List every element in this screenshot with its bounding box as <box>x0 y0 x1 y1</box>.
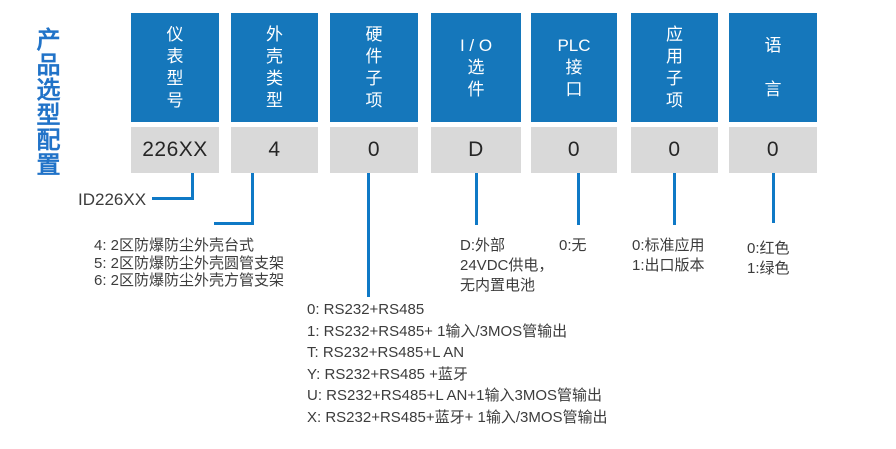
header-language: 语 言 <box>729 13 817 122</box>
column-housing-type: 外 壳 类 型 4 <box>231 0 318 449</box>
note-plc-interface: 0:无 <box>559 237 587 254</box>
note-application-subitem: 0:标准应用 1:出口版本 <box>632 237 705 274</box>
page-title: 产品选型配置 <box>32 27 59 177</box>
column-application-subitem: 应 用 子 项 0 <box>631 0 718 449</box>
note-language: 0:红色 1:绿色 <box>747 240 790 277</box>
connector-line-language <box>772 173 775 223</box>
value-hardware-subitem: 0 <box>330 127 418 173</box>
connector-line-application-subitem <box>673 173 676 225</box>
column-language: 语 言 0 <box>729 0 817 449</box>
connector-line-instrument-model-vertical <box>191 173 194 200</box>
value-io-option: D <box>431 127 521 173</box>
connector-line-io-option <box>475 173 478 225</box>
connector-line-plc-interface <box>577 173 580 225</box>
column-hardware-subitem: 硬 件 子 项 0 <box>330 0 418 449</box>
value-plc-interface: 0 <box>531 127 617 173</box>
connector-line-housing-type-horizontal <box>214 222 254 225</box>
column-instrument-model: 仪 表 型 号 226XX <box>131 0 219 449</box>
header-instrument-model: 仪 表 型 号 <box>131 13 219 122</box>
header-housing-type: 外 壳 类 型 <box>231 13 318 122</box>
note-housing-type: 4: 2区防爆防尘外壳台式 5: 2区防爆防尘外壳圆管支架 6: 2区防爆防尘外… <box>94 237 285 289</box>
note-instrument-model: ID226XX <box>78 190 147 209</box>
note-io-option: D:外部 24VDC供电， 无内置电池 <box>460 237 554 294</box>
column-plc-interface: PLC 接 口 0 <box>531 0 617 449</box>
column-io-option: I / O 选 件 D <box>431 0 521 449</box>
connector-line-instrument-model-horizontal <box>152 197 194 200</box>
header-hardware-subitem: 硬 件 子 项 <box>330 13 418 122</box>
value-instrument-model: 226XX <box>131 127 219 173</box>
connector-line-hardware-subitem <box>367 173 370 297</box>
connector-line-housing-type-vertical <box>251 173 254 225</box>
value-language: 0 <box>729 127 817 173</box>
value-application-subitem: 0 <box>631 127 718 173</box>
note-hardware-subitem: 0: RS232+RS485 1: RS232+RS485+ 1输入/3MOS管… <box>307 301 608 426</box>
header-application-subitem: 应 用 子 项 <box>631 13 718 122</box>
header-io-option: I / O 选 件 <box>431 13 521 122</box>
value-housing-type: 4 <box>231 127 318 173</box>
header-plc-interface: PLC 接 口 <box>531 13 617 122</box>
